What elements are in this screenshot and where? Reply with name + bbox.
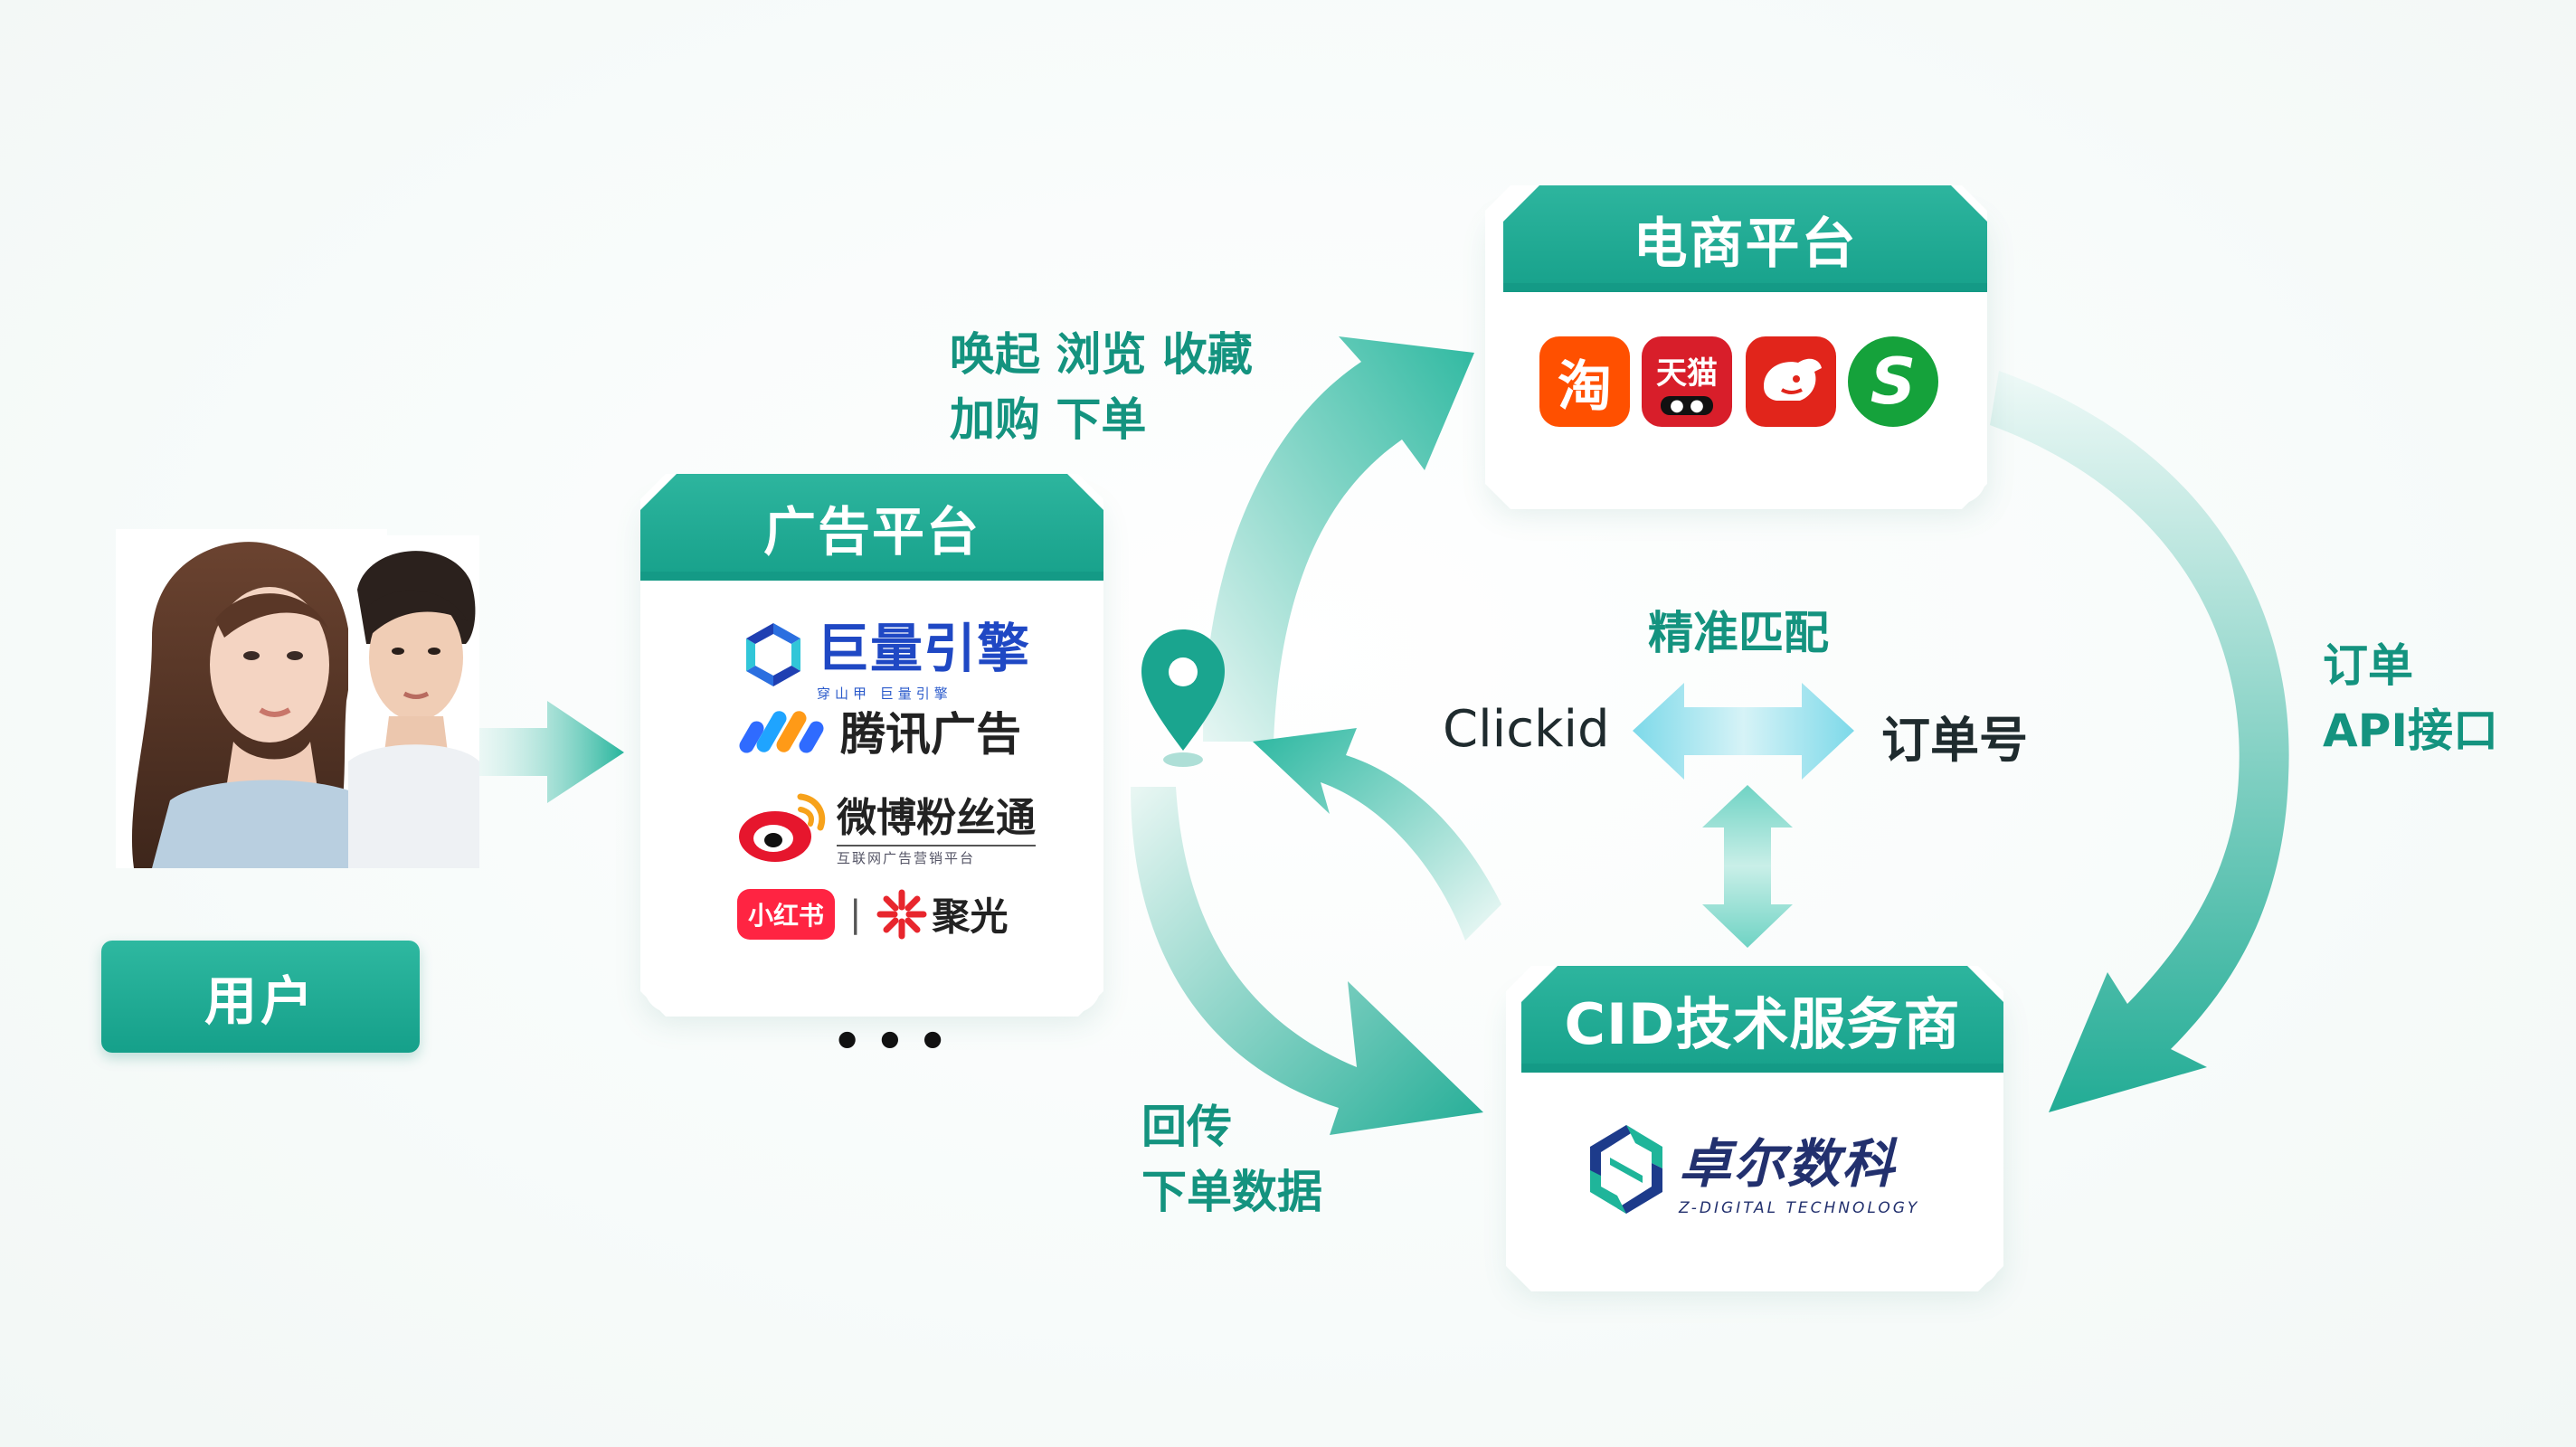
match-arrow-vertical [1702, 785, 1793, 948]
jd-dog-icon [1764, 358, 1822, 401]
more-platforms-ellipsis: ••• [832, 1015, 961, 1069]
weibo-sub: 互联网广告营销平台 [837, 850, 976, 866]
zhuoer-logo-icon [1590, 1125, 1662, 1214]
label-order-api: 订单 API接口 [2323, 633, 2498, 763]
arrow-ecommerce-to-cid [1990, 371, 2289, 1112]
label-order-line1: 订单 [2323, 639, 2413, 692]
juguang-icon [876, 889, 926, 939]
mini-program-icon: S [1848, 336, 1938, 427]
ocean-engine-name: 巨量引擎 [817, 618, 1031, 679]
tmall-icon: 天猫 ● ● [1642, 336, 1732, 427]
taobao-icon: 淘 [1539, 336, 1630, 427]
tencent-ads-icon [739, 711, 824, 753]
arrow-to-cid-callback [1131, 787, 1483, 1135]
taobao-glyph: 淘 [1558, 355, 1612, 419]
logo-zhuoer: 卓尔数科 Z-DIGITAL TECHNOLOGY [1581, 1120, 1919, 1219]
label-invoke-line2: 加购 下单 [950, 393, 1147, 446]
weibo-name: 微博粉丝通 [837, 785, 1036, 846]
label-clickid: Clickid [1443, 700, 1610, 759]
zhuoer-sub: Z-DIGITAL TECHNOLOGY [1679, 1199, 1920, 1217]
user-label: 用户 [101, 941, 420, 1053]
jd-icon [1746, 336, 1836, 427]
ocean-engine-icon [746, 622, 800, 686]
match-arrow-horizontal [1633, 683, 1854, 780]
label-callback-orders: 回传 下单数据 [1141, 1094, 1322, 1225]
mini-program-glyph: S [1870, 345, 1917, 419]
tencent-ads-name: 腾讯广告 [840, 708, 1021, 761]
ocean-engine-sub: 穿山甲 巨量引擎 [817, 686, 952, 702]
user-photo-woman [116, 529, 387, 868]
label-callback-line2: 下单数据 [1141, 1166, 1322, 1218]
arrow-ads-to-ecommerce [1203, 336, 1474, 742]
label-order-number: 订单号 [1881, 712, 2028, 769]
label-order-line2: API接口 [2323, 705, 2498, 757]
arrow-cid-to-ads [1253, 728, 1501, 941]
user-photo-man [348, 535, 479, 868]
tmall-glyph: 天猫 [1656, 355, 1718, 392]
logo-tencent-ads: 腾讯广告 [737, 698, 1021, 763]
xiaohongshu-badge: 小红书 [737, 888, 836, 940]
label-precise-match: 精准匹配 [1648, 607, 1829, 659]
location-pin-icon [1141, 629, 1225, 767]
logo-separator: | [849, 893, 862, 935]
juguang-name: 聚光 [932, 894, 1009, 939]
cid-provider-title: CID技术服务商 [1521, 966, 2003, 1073]
ad-platform-title: 广告平台 [640, 474, 1103, 581]
logo-weibo: 微博粉丝通 互联网广告营销平台 [737, 785, 1036, 867]
tmall-face: ● ● [1661, 396, 1713, 415]
label-invoke-actions: 唤起 浏览 收藏 加购 下单 [950, 322, 1253, 452]
logo-ocean-engine: 巨量引擎 穿山甲 巨量引擎 [737, 606, 1030, 703]
label-callback-line1: 回传 [1141, 1101, 1232, 1153]
weibo-icon [739, 793, 826, 862]
arrow-user-to-ads [425, 701, 624, 803]
logo-xiaohongshu-juguang: 小红书 | 聚光 [737, 886, 1009, 941]
ecommerce-title: 电商平台 [1503, 185, 1987, 292]
label-invoke-line1: 唤起 浏览 收藏 [950, 328, 1253, 381]
zhuoer-name: 卓尔数科 [1679, 1133, 1897, 1195]
